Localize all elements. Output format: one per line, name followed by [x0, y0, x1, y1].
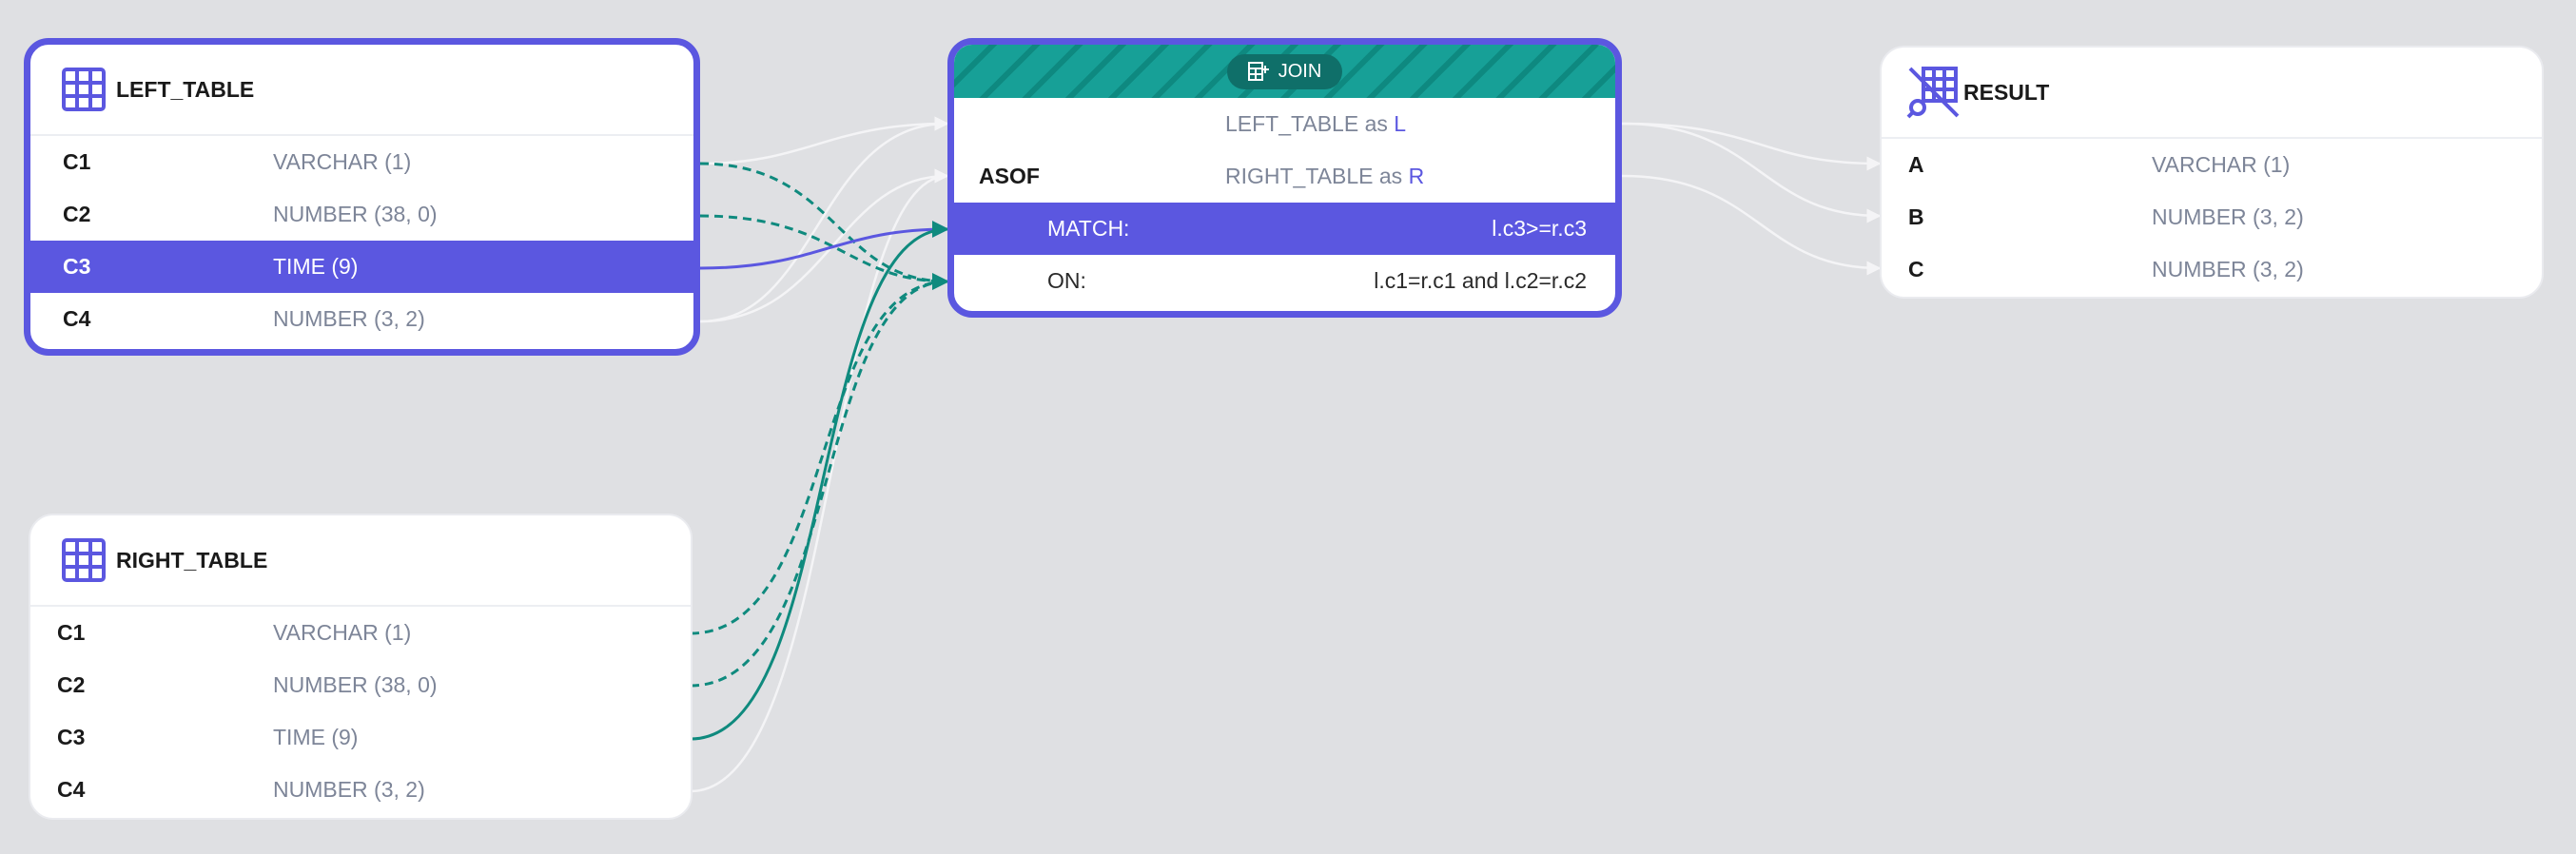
- join-right-source-name: RIGHT_TABLE as: [1225, 164, 1403, 188]
- on-condition-edges: [690, 162, 949, 688]
- column-name: C2: [57, 672, 86, 697]
- result-node[interactable]: RESULT A VARCHAR (1) B NUMBER (3, 2) C N…: [1880, 46, 2544, 299]
- result-column-row[interactable]: C NUMBER (3, 2): [1882, 243, 2542, 296]
- right-table-header[interactable]: RIGHT_TABLE: [30, 515, 691, 607]
- column-name: C3: [63, 254, 91, 279]
- column-name: C4: [63, 306, 91, 331]
- right-table-node[interactable]: RIGHT_TABLE C1 VARCHAR (1) C2 NUMBER (38…: [29, 514, 693, 820]
- join-table-icon: [1247, 62, 1269, 81]
- column-type: TIME (9): [273, 254, 359, 279]
- join-left-source-name: LEFT_TABLE as: [1225, 111, 1388, 136]
- join-left-alias: L: [1394, 111, 1407, 136]
- column-type: VARCHAR (1): [273, 620, 412, 645]
- left-table-title: LEFT_TABLE: [116, 76, 255, 102]
- column-type: TIME (9): [273, 725, 359, 749]
- column-name: A: [1908, 152, 1924, 177]
- join-header-banner: JOIN: [954, 45, 1615, 98]
- column-type: NUMBER (3, 2): [273, 777, 425, 802]
- join-left-source: LEFT_TABLE as L: [1225, 111, 1406, 137]
- left-table-node[interactable]: LEFT_TABLE C1 VARCHAR (1) C2 NUMBER (38,…: [24, 38, 700, 356]
- edge-right-c3-to-match: [690, 221, 949, 741]
- right-table-column-row[interactable]: C4 NUMBER (3, 2): [30, 764, 691, 816]
- join-badge-label: JOIN: [1278, 60, 1322, 82]
- join-right-alias: R: [1408, 164, 1425, 188]
- column-name: C3: [57, 725, 86, 749]
- column-name: C1: [57, 620, 86, 645]
- edge-left-c1-to-on: [699, 162, 949, 290]
- edge-left-c3-to-match: [699, 221, 949, 270]
- on-condition: l.c1=r.c1 and l.c2=r.c2: [1374, 268, 1587, 293]
- edge-right-c2-to-on: [690, 273, 949, 688]
- edge-right-c1-to-on: [690, 273, 949, 635]
- right-table-column-row[interactable]: C2 NUMBER (38, 0): [30, 659, 691, 711]
- result-table-search-icon: [1906, 67, 1960, 119]
- join-node[interactable]: JOIN LEFT_TABLE as L ASOF RIGHT_TABLE as…: [947, 38, 1622, 318]
- column-name: C1: [63, 149, 91, 174]
- column-type: NUMBER (3, 2): [273, 306, 425, 331]
- match-condition: l.c3>=r.c3: [1492, 216, 1587, 241]
- column-name: C2: [63, 202, 91, 226]
- result-title: RESULT: [1963, 79, 2050, 105]
- edge-left-c1-to-left-source: [699, 116, 949, 165]
- on-label: ON:: [1047, 268, 1086, 293]
- join-type-label: ASOF: [979, 164, 1040, 188]
- join-right-source: RIGHT_TABLE as R: [1225, 164, 1424, 189]
- join-on-row[interactable]: ON: l.c1=r.c1 and l.c2=r.c2: [954, 255, 1615, 307]
- match-label: MATCH:: [1047, 216, 1130, 241]
- column-name: C4: [57, 777, 86, 802]
- column-type: NUMBER (3, 2): [2152, 204, 2304, 229]
- join-right-source-row[interactable]: ASOF RIGHT_TABLE as R: [954, 150, 1615, 203]
- right-table-column-row[interactable]: C3 TIME (9): [30, 711, 691, 764]
- left-table-header[interactable]: LEFT_TABLE: [30, 45, 693, 136]
- left-table-column-row[interactable]: C1 VARCHAR (1): [30, 136, 693, 188]
- edge-left-c2-to-on: [699, 214, 949, 290]
- result-column-row[interactable]: B NUMBER (3, 2): [1882, 191, 2542, 243]
- table-grid-icon: [62, 538, 106, 582]
- edge-left-c4-to-left-source: [699, 116, 949, 323]
- edge-join-to-result-c: [1621, 174, 1882, 276]
- column-type: VARCHAR (1): [273, 149, 412, 174]
- join-badge[interactable]: JOIN: [1226, 53, 1343, 89]
- column-type: NUMBER (38, 0): [273, 202, 438, 226]
- edge-join-to-result-a: [1621, 122, 1882, 171]
- left-table-column-row[interactable]: C4 NUMBER (3, 2): [30, 293, 693, 345]
- right-table-title: RIGHT_TABLE: [116, 547, 268, 573]
- result-column-row[interactable]: A VARCHAR (1): [1882, 139, 2542, 191]
- table-grid-icon: [62, 68, 106, 111]
- left-table-column-row[interactable]: C2 NUMBER (38, 0): [30, 188, 693, 241]
- column-type: NUMBER (3, 2): [2152, 257, 2304, 281]
- column-name: C: [1908, 257, 1924, 281]
- join-left-source-row[interactable]: LEFT_TABLE as L: [954, 98, 1615, 150]
- edge-right-c4-to-right-source: [690, 168, 949, 793]
- column-type: VARCHAR (1): [2152, 152, 2291, 177]
- edge-join-to-result-b: [1621, 122, 1882, 223]
- right-table-column-row[interactable]: C1 VARCHAR (1): [30, 607, 691, 659]
- column-type: NUMBER (38, 0): [273, 672, 438, 697]
- join-match-row[interactable]: MATCH: l.c3>=r.c3: [954, 203, 1615, 255]
- left-table-column-row-highlighted[interactable]: C3 TIME (9): [30, 241, 693, 293]
- column-name: B: [1908, 204, 1924, 229]
- result-header[interactable]: RESULT: [1882, 48, 2542, 139]
